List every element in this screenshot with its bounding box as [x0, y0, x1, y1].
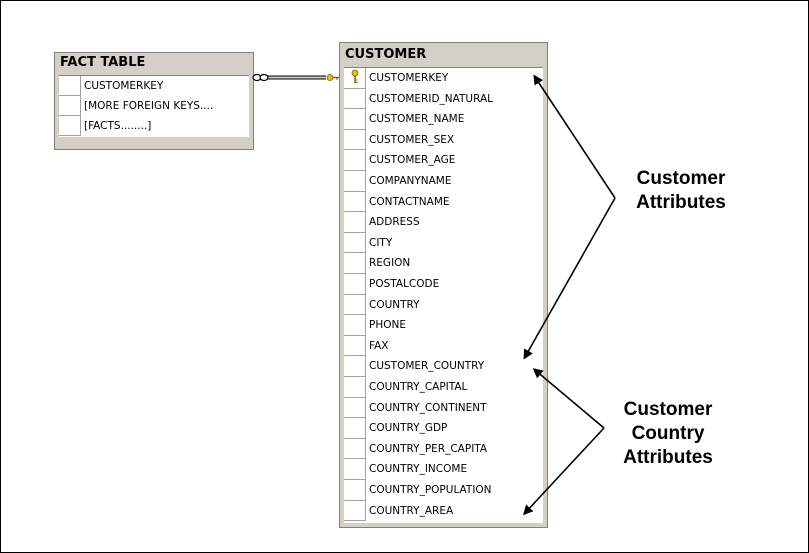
row-selector[interactable]	[344, 438, 366, 460]
row-selector[interactable]	[344, 500, 366, 522]
customer-table-row[interactable]: CUSTOMER_NAME	[344, 109, 543, 130]
column-name: COUNTRY_CONTINENT	[369, 401, 487, 414]
relationship-line[interactable]	[266, 75, 326, 80]
column-name: CUSTOMER_NAME	[369, 113, 465, 126]
row-selector[interactable]	[344, 377, 366, 398]
row-selector[interactable]	[344, 212, 366, 233]
key-end-icon	[326, 74, 339, 81]
customer-country-attributes-label: Customer Country Attributes	[591, 398, 745, 470]
customer-table-row[interactable]: ADDRESS	[344, 212, 543, 233]
row-selector[interactable]	[344, 274, 366, 295]
fact-table-row[interactable]: [FACTS........]	[59, 116, 249, 136]
label-line: Country	[631, 423, 705, 444]
row-selector[interactable]	[344, 418, 366, 439]
customer-table-row[interactable]: COUNTRY_CONTINENT	[344, 397, 543, 419]
label-line: Attributes	[636, 192, 726, 213]
column-name: ADDRESS	[369, 216, 420, 229]
label-line: Customer	[636, 168, 726, 189]
column-name: COUNTRY_CAPITAL	[369, 381, 468, 393]
label-line: Attributes	[623, 447, 713, 468]
fact-table-row[interactable]: CUSTOMERKEY	[59, 76, 249, 96]
column-name: COUNTRY	[369, 298, 420, 311]
row-selector[interactable]	[344, 315, 366, 336]
column-name: CUSTOMER_COUNTRY	[369, 360, 485, 373]
fact-table[interactable]: FACT TABLE CUSTOMERKEY [MORE FOREIGN KEY…	[54, 52, 254, 150]
row-selector[interactable]	[59, 76, 81, 96]
row-selector[interactable]	[344, 129, 366, 151]
row-selector[interactable]	[344, 88, 366, 110]
row-selector[interactable]	[344, 397, 366, 419]
customer-table-row[interactable]: REGION	[344, 253, 543, 274]
customer-table-row[interactable]: POSTALCODE	[344, 274, 543, 295]
column-name: CUSTOMER_SEX	[369, 133, 455, 146]
row-selector[interactable]	[344, 232, 366, 254]
column-name: CUSTOMERKEY	[369, 72, 449, 84]
row-selector[interactable]	[344, 253, 366, 274]
customer-attributes-label: Customer Attributes	[605, 167, 757, 215]
fact-table-row[interactable]: [MORE FOREIGN KEYS....	[59, 96, 249, 116]
customer-table-row[interactable]: CONTACTNAME	[344, 191, 543, 213]
customer-table-row[interactable]: PHONE	[344, 315, 543, 336]
label-line: Customer	[623, 399, 713, 420]
customer-table-row[interactable]: COUNTRY_INCOME	[344, 459, 543, 480]
customer-table-row[interactable]: COMPANYNAME	[344, 171, 543, 192]
column-name: CONTACTNAME	[369, 195, 450, 208]
customer-table-row[interactable]: CUSTOMER_SEX	[344, 129, 543, 151]
column-name: COUNTRY_AREA	[369, 504, 454, 517]
row-selector[interactable]	[59, 116, 81, 136]
column-name: REGION	[369, 257, 411, 270]
column-name: PHONE	[369, 319, 406, 332]
customer-table-row[interactable]: COUNTRY_CAPITAL	[344, 377, 543, 398]
infinity-end-icon	[252, 73, 269, 82]
fact-table-title: FACT TABLE	[60, 55, 146, 70]
customer-table-row[interactable]: COUNTRY_PER_CAPITA	[344, 438, 543, 460]
column-name: COUNTRY_INCOME	[369, 463, 468, 476]
customer-table-columns: CUSTOMERKEY CUSTOMERID_NATURAL CUSTOMER_NA…	[344, 67, 543, 523]
row-selector[interactable]	[344, 480, 366, 501]
customer-table-row[interactable]: COUNTRY	[344, 294, 543, 316]
primary-key-icon	[351, 69, 359, 83]
customer-table-row[interactable]: CUSTOMER_COUNTRY	[344, 356, 543, 377]
customer-table-row[interactable]: COUNTRY_GDP	[344, 418, 543, 439]
customer-table-row[interactable]: CITY	[344, 232, 543, 254]
customer-table-row[interactable]: COUNTRY_AREA	[344, 500, 543, 522]
customer-table-title: CUSTOMER	[345, 47, 427, 62]
customer-attributes-arrows	[523, 74, 616, 360]
column-name: COUNTRY_GDP	[369, 422, 448, 435]
customer-table-row[interactable]: FAX	[344, 335, 543, 357]
fact-table-columns: CUSTOMERKEY [MORE FOREIGN KEYS.... [FACT…	[59, 75, 249, 137]
column-name: [MORE FOREIGN KEYS....	[84, 100, 214, 112]
row-selector[interactable]	[344, 68, 366, 89]
row-selector[interactable]	[344, 171, 366, 192]
row-selector[interactable]	[344, 109, 366, 130]
column-name: CUSTOMER_AGE	[369, 154, 456, 167]
column-name: FAX	[369, 339, 389, 352]
customer-table-row[interactable]: CUSTOMERKEY	[344, 68, 543, 89]
column-name: POSTALCODE	[369, 278, 440, 290]
column-name: COUNTRY_PER_CAPITA	[369, 442, 488, 455]
customer-table-row[interactable]: CUSTOMERID_NATURAL	[344, 88, 543, 110]
row-selector[interactable]	[344, 335, 366, 357]
row-selector[interactable]	[344, 294, 366, 316]
row-selector[interactable]	[59, 96, 81, 116]
column-name: CITY	[369, 236, 393, 249]
customer-country-attributes-arrows	[522, 368, 605, 516]
column-name: CUSTOMERKEY	[84, 80, 164, 92]
column-name: CUSTOMERID_NATURAL	[369, 92, 494, 105]
customer-table-row[interactable]: COUNTRY_POPULATION	[344, 480, 543, 501]
row-selector[interactable]	[344, 459, 366, 480]
row-selector[interactable]	[344, 356, 366, 377]
column-name: COMPANYNAME	[369, 175, 452, 187]
column-name: [FACTS........]	[84, 120, 152, 132]
column-name: COUNTRY_POPULATION	[369, 484, 492, 496]
row-selector[interactable]	[344, 191, 366, 213]
row-selector[interactable]	[344, 150, 366, 171]
customer-table-row[interactable]: CUSTOMER_AGE	[344, 150, 543, 171]
